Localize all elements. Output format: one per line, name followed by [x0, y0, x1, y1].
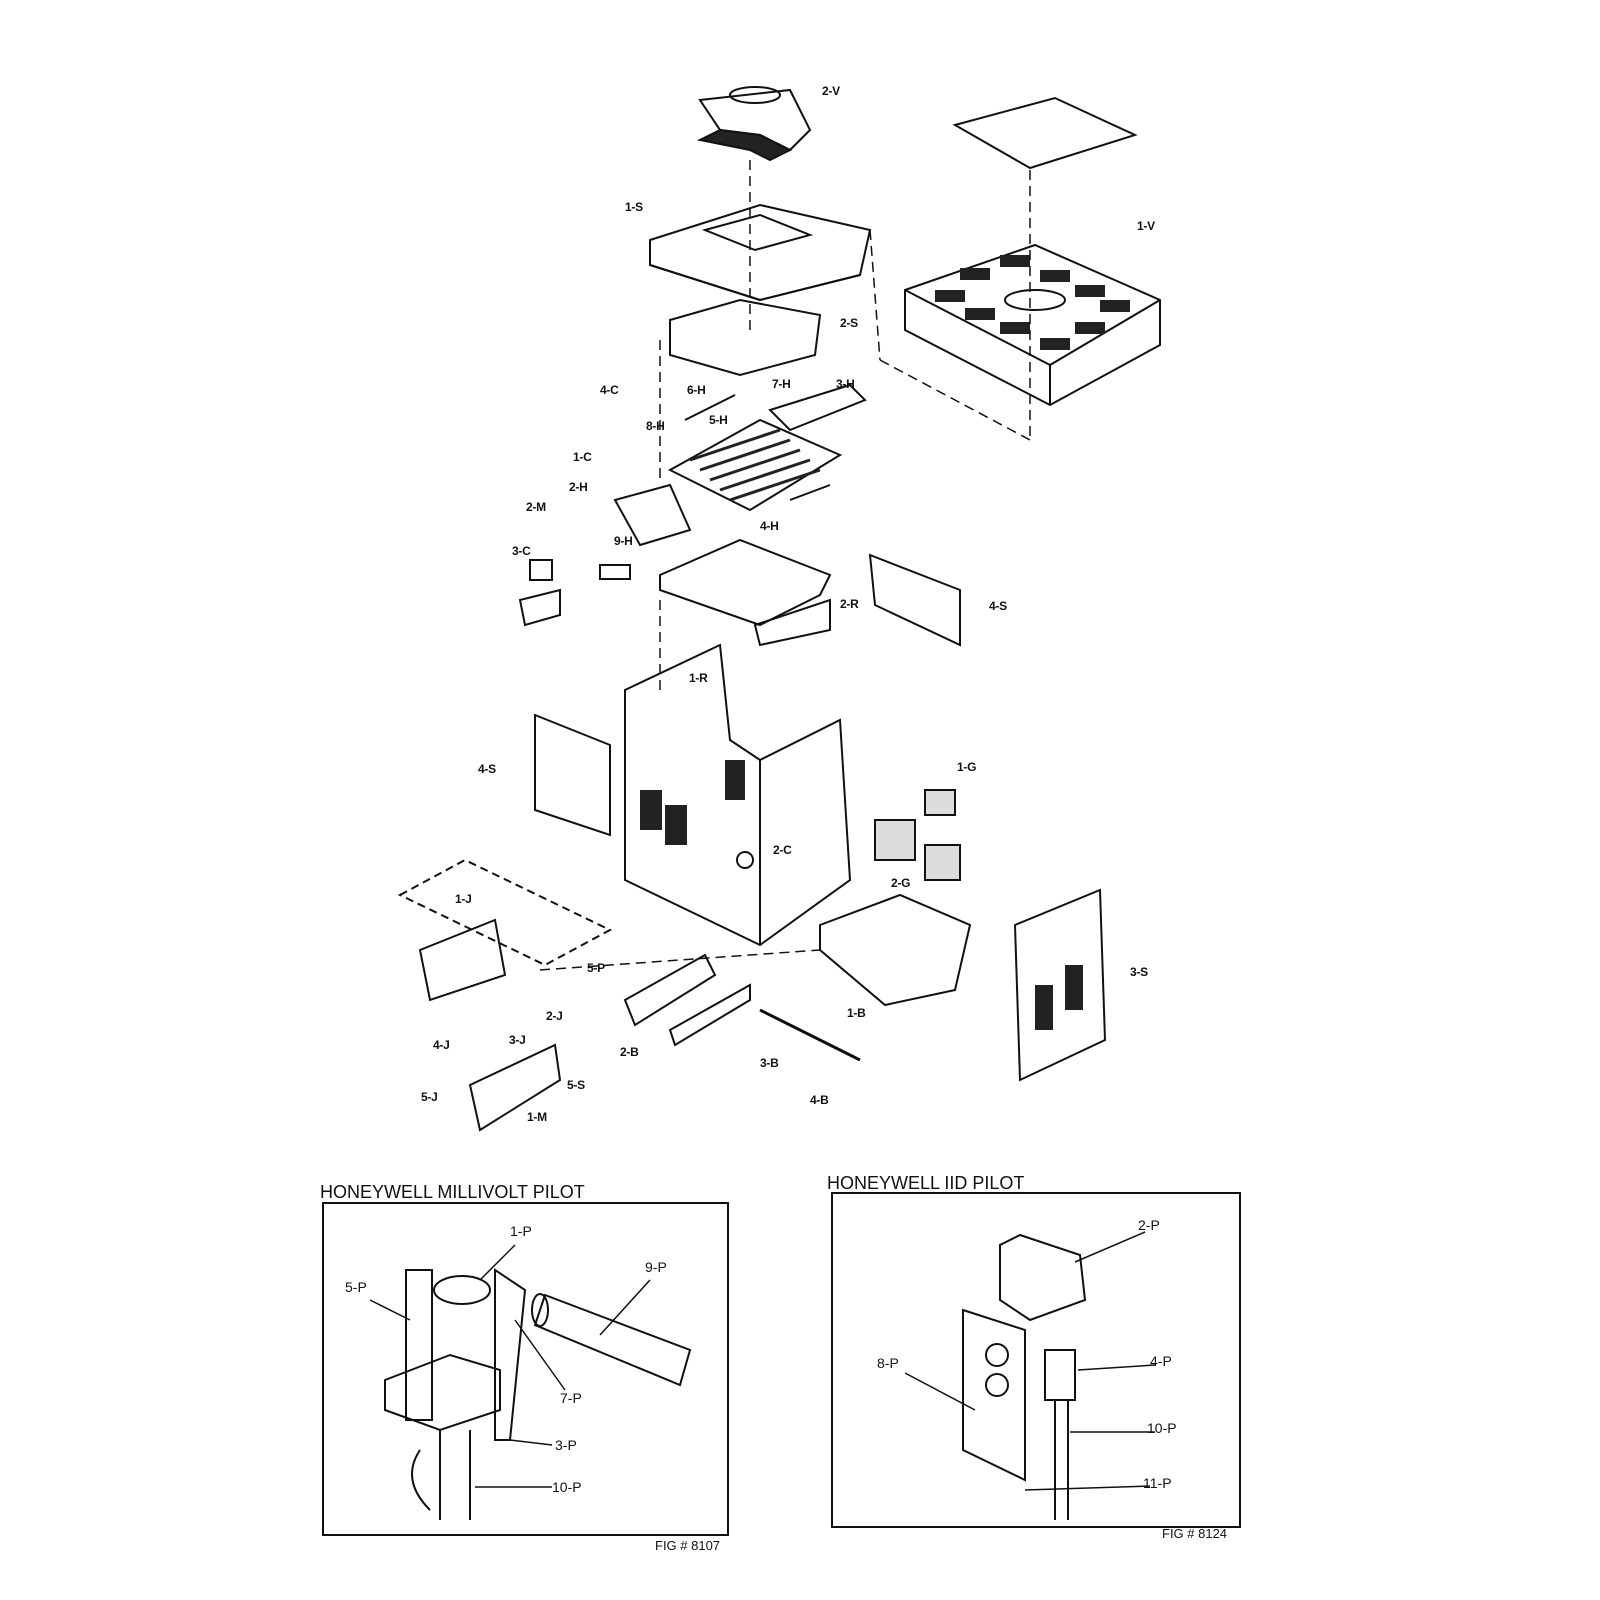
- pilot-part-label: 1-P: [510, 1223, 532, 1239]
- part-label: 3-S: [1130, 965, 1148, 979]
- part-label: 2-S: [840, 316, 858, 330]
- part-label: 4-B: [810, 1093, 829, 1107]
- side-panel-4s-left: [534, 713, 611, 837]
- part-label: 5-J: [421, 1090, 438, 1104]
- pilot-part-label: 7-P: [560, 1390, 582, 1406]
- part-label: 1-R: [689, 671, 708, 685]
- iid-pilot-frame: [831, 1192, 1241, 1528]
- part-label: 6-H: [687, 383, 706, 397]
- part-label: 4-S: [478, 762, 496, 776]
- part-label: 4-C: [600, 383, 619, 397]
- part-label: 5-S: [567, 1078, 585, 1092]
- pilot-part-label: 8-P: [877, 1355, 899, 1371]
- part-label: 2-M: [526, 500, 546, 514]
- part-label: 9-H: [614, 534, 633, 548]
- part-label: 8-H: [646, 419, 665, 433]
- part-label: 2-V: [822, 84, 840, 98]
- pilot-part-label: 11-P: [1143, 1475, 1172, 1491]
- bracket-2b: [623, 953, 717, 1027]
- flue-collector-2s: [669, 298, 822, 377]
- pilot-part-label: 3-P: [555, 1437, 577, 1453]
- millivolt-pilot-title: HONEYWELL MILLIVOLT PILOT: [320, 1182, 585, 1202]
- figure-number: FIG # 8107: [655, 1538, 721, 1553]
- front-cover-5s: [468, 1043, 562, 1132]
- part-label: 2-J: [546, 1009, 563, 1023]
- junction-box-1j: [418, 918, 507, 1002]
- heat-exchanger: [518, 383, 867, 627]
- part-label: 1-M: [527, 1110, 547, 1124]
- millivolt-pilot-drawing: [384, 1268, 692, 1520]
- cabinet-1r: [624, 643, 852, 947]
- part-label: 3-B: [760, 1056, 779, 1070]
- part-label: 4-S: [989, 599, 1007, 613]
- part-label: 3-J: [509, 1033, 526, 1047]
- iid-pilot-drawing: [962, 1233, 1087, 1520]
- part-label: 2-G: [891, 876, 911, 890]
- side-panel-4s-right: [868, 553, 961, 647]
- part-label: 5-H: [709, 413, 728, 427]
- front-panel-3s: [1013, 888, 1107, 1082]
- part-label: 2-B: [620, 1045, 639, 1059]
- vent-hood-2v: [696, 86, 812, 162]
- part-label: 1-J: [455, 892, 472, 906]
- top-cover-1v: [904, 96, 1161, 407]
- part-label: 1-V: [1137, 219, 1155, 233]
- part-label: 1-B: [847, 1006, 866, 1020]
- part-label: 3-H: [836, 377, 855, 391]
- part-label: 4-H: [760, 519, 779, 533]
- part-label: 5-P: [587, 961, 605, 975]
- pilot-part-label: 2-P: [1138, 1217, 1160, 1233]
- figure-number: FIG # 8124: [1162, 1526, 1228, 1541]
- part-label: 1-G: [957, 760, 977, 774]
- pilot-part-label: 9-P: [645, 1259, 667, 1275]
- burner-tray-2r: [659, 538, 832, 627]
- part-label: 4-J: [433, 1038, 450, 1052]
- pilot-part-label: 4-P: [1150, 1353, 1172, 1369]
- pilot-part-label: 10-P: [552, 1479, 582, 1495]
- rod-3b: [759, 1008, 861, 1062]
- part-label: 7-H: [772, 377, 791, 391]
- millivolt-pilot-frame: [322, 1202, 729, 1536]
- part-label: 2-H: [569, 480, 588, 494]
- burner-1b: [819, 893, 972, 1007]
- pilot-part-label: 5-P: [345, 1279, 367, 1295]
- iid-pilot-title: HONEYWELL IID PILOT: [827, 1173, 1025, 1193]
- gas-valves: [874, 789, 961, 881]
- part-label: 1-C: [573, 450, 592, 464]
- part-label: 2-R: [840, 597, 859, 611]
- top-cover-1s: [649, 203, 872, 302]
- part-label: 2-C: [773, 843, 792, 857]
- pilot-part-label: 10-P: [1147, 1420, 1177, 1436]
- part-label: 3-C: [512, 544, 531, 558]
- part-label: 1-S: [625, 200, 643, 214]
